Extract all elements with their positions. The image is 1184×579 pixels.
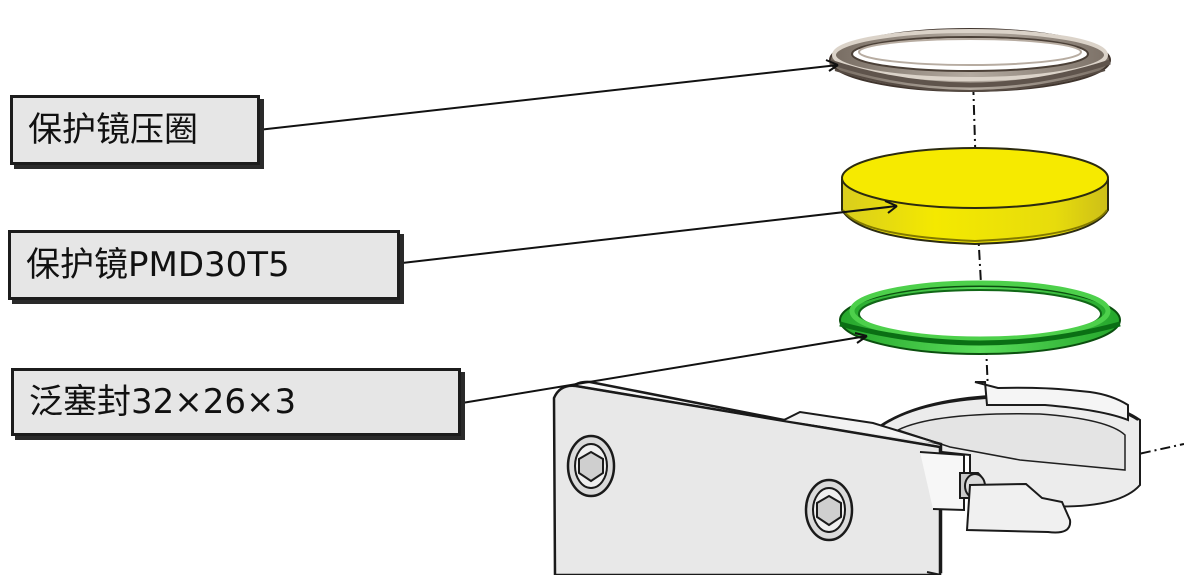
- protective-lens-part: [841, 147, 1109, 246]
- callout-protective-lens: 保护镜PMD30T5: [8, 230, 400, 300]
- leader-line-seal-ring: [461, 335, 868, 404]
- arrowhead-protective-lens: [884, 200, 898, 214]
- mounting-bracket-part: [552, 380, 1141, 577]
- socket-screw-right: [804, 478, 854, 542]
- leader-lines: [257, 59, 898, 404]
- callout-seal-ring: 泛塞封32×26×3: [11, 368, 461, 436]
- leader-line-protective-lens: [401, 205, 898, 264]
- callout-retaining-ring-text: 保护镜压圈: [28, 110, 198, 150]
- callout-seal-ring-text: 泛塞封32×26×3: [29, 382, 297, 422]
- retaining-ring-part: [829, 28, 1111, 92]
- arrowhead-retaining-ring: [825, 59, 839, 72]
- seal-ring-part: [839, 280, 1121, 355]
- arrowhead-seal-ring: [854, 332, 868, 344]
- leader-line-retaining-ring: [257, 64, 839, 131]
- callout-retaining-ring: 保护镜压圈: [10, 95, 260, 165]
- callout-protective-lens-text: 保护镜PMD30T5: [26, 245, 290, 285]
- socket-screw-left: [566, 434, 616, 498]
